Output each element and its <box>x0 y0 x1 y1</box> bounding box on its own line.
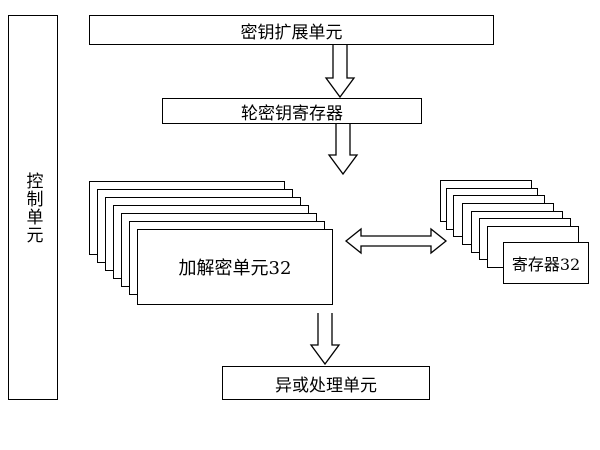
arrow-down-2 <box>327 124 359 176</box>
encrypt-decrypt-unit-label: 加解密单元32 <box>178 258 292 279</box>
key-expansion-unit: 密钥扩展单元 <box>89 15 494 45</box>
register-unit-label: 寄存器32 <box>511 255 581 274</box>
control-unit-label: 控制单元 <box>22 171 43 244</box>
arrow-down-3 <box>309 313 341 366</box>
register-unit: 寄存器32 <box>503 242 589 284</box>
double-arrow <box>344 227 448 255</box>
xor-unit-label: 异或处理单元 <box>275 375 377 396</box>
round-key-register: 轮密钥寄存器 <box>162 98 422 124</box>
xor-unit: 异或处理单元 <box>222 366 430 400</box>
round-key-register-label: 轮密钥寄存器 <box>241 103 343 124</box>
control-unit-box: 控制单元 <box>8 15 58 400</box>
key-expansion-unit-label: 密钥扩展单元 <box>240 22 343 43</box>
arrow-down-1 <box>324 45 356 99</box>
encrypt-decrypt-unit: 加解密单元32 <box>137 229 333 305</box>
